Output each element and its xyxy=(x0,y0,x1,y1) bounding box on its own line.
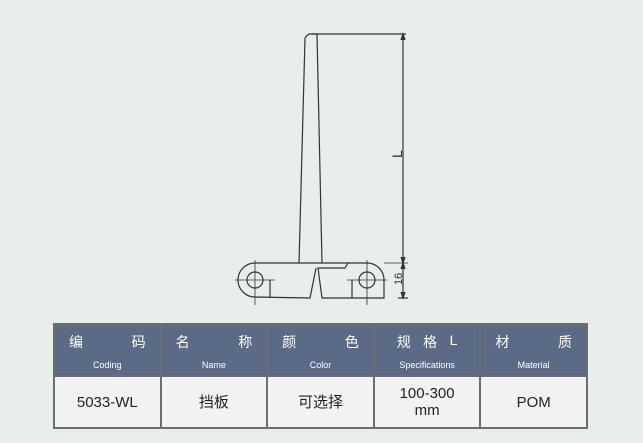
header-cn: 质 xyxy=(558,334,572,350)
spec-range: 100-300 xyxy=(399,385,455,402)
header-en: Color xyxy=(309,360,332,370)
header-cn: 格 xyxy=(423,334,438,350)
part-drawing: L 16 xyxy=(235,32,408,305)
dim-height-label: 16 xyxy=(393,273,405,285)
cell-material: POM xyxy=(479,375,588,429)
header-name: 名 称 Name xyxy=(159,323,269,377)
cell-coding: 5033-WL xyxy=(53,375,162,429)
header-cn: 名 xyxy=(175,334,190,350)
header-coding: 编 码 Coding xyxy=(53,323,162,377)
header-cn: L xyxy=(449,332,458,348)
header-cn: 材 xyxy=(495,334,510,350)
header-en: Material xyxy=(517,360,550,370)
blade-outline xyxy=(298,33,323,264)
cell-color: 可选择 xyxy=(266,375,375,429)
header-cn: 规 xyxy=(396,334,411,350)
dim-length-label: L xyxy=(389,150,405,158)
header-cn: 码 xyxy=(131,334,146,350)
header-en: Name xyxy=(201,360,226,370)
header-cn: 色 xyxy=(344,334,359,350)
cell-name: 挡板 xyxy=(159,375,269,429)
header-en: Specifications xyxy=(399,360,455,370)
header-cn: 颜 xyxy=(282,334,297,350)
header-cn: 称 xyxy=(238,334,253,350)
base-outline xyxy=(237,262,385,299)
header-en: Coding xyxy=(93,360,122,370)
header-cn: 编 xyxy=(69,334,83,350)
header-color: 颜 色 Color xyxy=(266,323,375,377)
spec-unit: mm xyxy=(414,402,440,419)
header-material: 材 质 Material xyxy=(479,323,588,377)
